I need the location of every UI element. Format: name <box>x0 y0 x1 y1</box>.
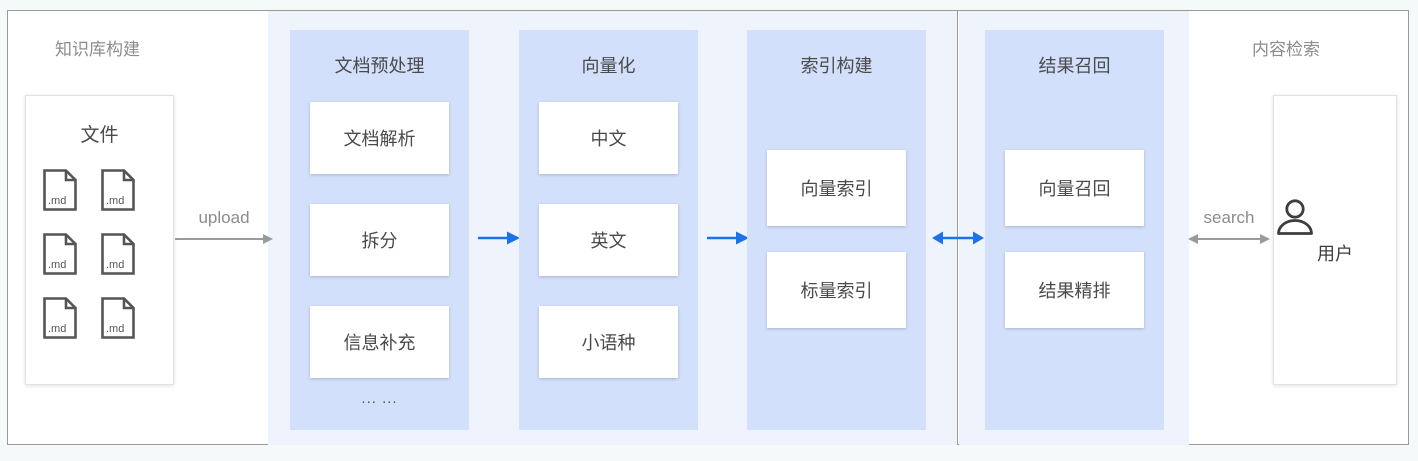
arrow-bidirectional-icon <box>932 231 984 245</box>
source-files-panel[interactable]: 文件 .md .md .md <box>25 95 174 385</box>
card-vector-recall[interactable]: 向量召回 <box>1005 150 1144 226</box>
card-chinese[interactable]: 中文 <box>539 102 678 174</box>
source-files-title: 文件 <box>80 125 119 146</box>
user-label: 用户 <box>1317 244 1353 264</box>
column-title: 索引构建 <box>800 56 873 76</box>
connector-search: search <box>1188 208 1270 246</box>
file-icon-grid: .md .md .md <box>42 168 158 340</box>
svg-text:.md: .md <box>106 323 124 335</box>
connector-search-label: search <box>1203 208 1255 227</box>
card-english[interactable]: 英文 <box>539 204 678 276</box>
pipeline-column-index-build[interactable]: 索引构建 向量索引 标量索引 <box>747 30 926 430</box>
file-extension-label: .md <box>48 195 66 207</box>
arrow-right-icon <box>175 234 273 244</box>
pipeline-column-result-recall[interactable]: 结果召回 向量召回 结果精排 <box>985 30 1164 430</box>
connector-index-to-recall <box>932 231 984 245</box>
card-info-supplement[interactable]: 信息补充 <box>310 306 449 378</box>
user-icon <box>1277 199 1313 235</box>
card-result-rerank[interactable]: 结果精排 <box>1005 252 1144 328</box>
arrow-right-icon <box>707 231 749 245</box>
connector-preprocess-to-vectorize <box>478 231 520 245</box>
markdown-file-icon[interactable]: .md <box>42 168 78 212</box>
card-split[interactable]: 拆分 <box>310 204 449 276</box>
connector-upload-label: upload <box>198 208 250 227</box>
svg-text:.md: .md <box>106 259 124 271</box>
connector-vectorize-to-index <box>707 231 749 245</box>
column-title: 向量化 <box>581 56 636 76</box>
column-title: 结果召回 <box>1038 56 1111 76</box>
markdown-file-icon[interactable]: .md <box>42 232 78 276</box>
column-title: 文档预处理 <box>334 56 425 76</box>
column-footer-ellipsis: ... ... <box>361 390 398 407</box>
connector-upload: upload <box>175 208 273 246</box>
card-doc-parse[interactable]: 文档解析 <box>310 102 449 174</box>
arrow-right-icon <box>478 231 520 245</box>
section-title-content-retrieval: 内容检索 <box>1252 40 1320 59</box>
user-panel[interactable]: 用户 <box>1273 95 1397 385</box>
section-divider <box>957 11 958 445</box>
svg-text:.md: .md <box>106 195 124 207</box>
svg-text:.md: .md <box>48 323 66 335</box>
svg-text:.md: .md <box>48 259 66 271</box>
pipeline-column-vectorize[interactable]: 向量化 中文 英文 小语种 <box>519 30 698 430</box>
section-title-knowledge-base: 知识库构建 <box>55 40 140 59</box>
card-scalar-index[interactable]: 标量索引 <box>767 252 906 328</box>
pipeline-column-doc-preprocess[interactable]: 文档预处理 文档解析 拆分 信息补充 ... ... <box>290 30 469 430</box>
user-avatar-block: 用户 <box>1274 196 1396 266</box>
card-vector-index[interactable]: 向量索引 <box>767 150 906 226</box>
arrow-bidirectional-icon <box>1188 234 1270 244</box>
card-minor-languages[interactable]: 小语种 <box>539 306 678 378</box>
markdown-file-icon[interactable]: .md <box>100 232 136 276</box>
markdown-file-icon[interactable]: .md <box>100 296 136 340</box>
markdown-file-icon[interactable]: .md <box>42 296 78 340</box>
markdown-file-icon[interactable]: .md <box>100 168 136 212</box>
